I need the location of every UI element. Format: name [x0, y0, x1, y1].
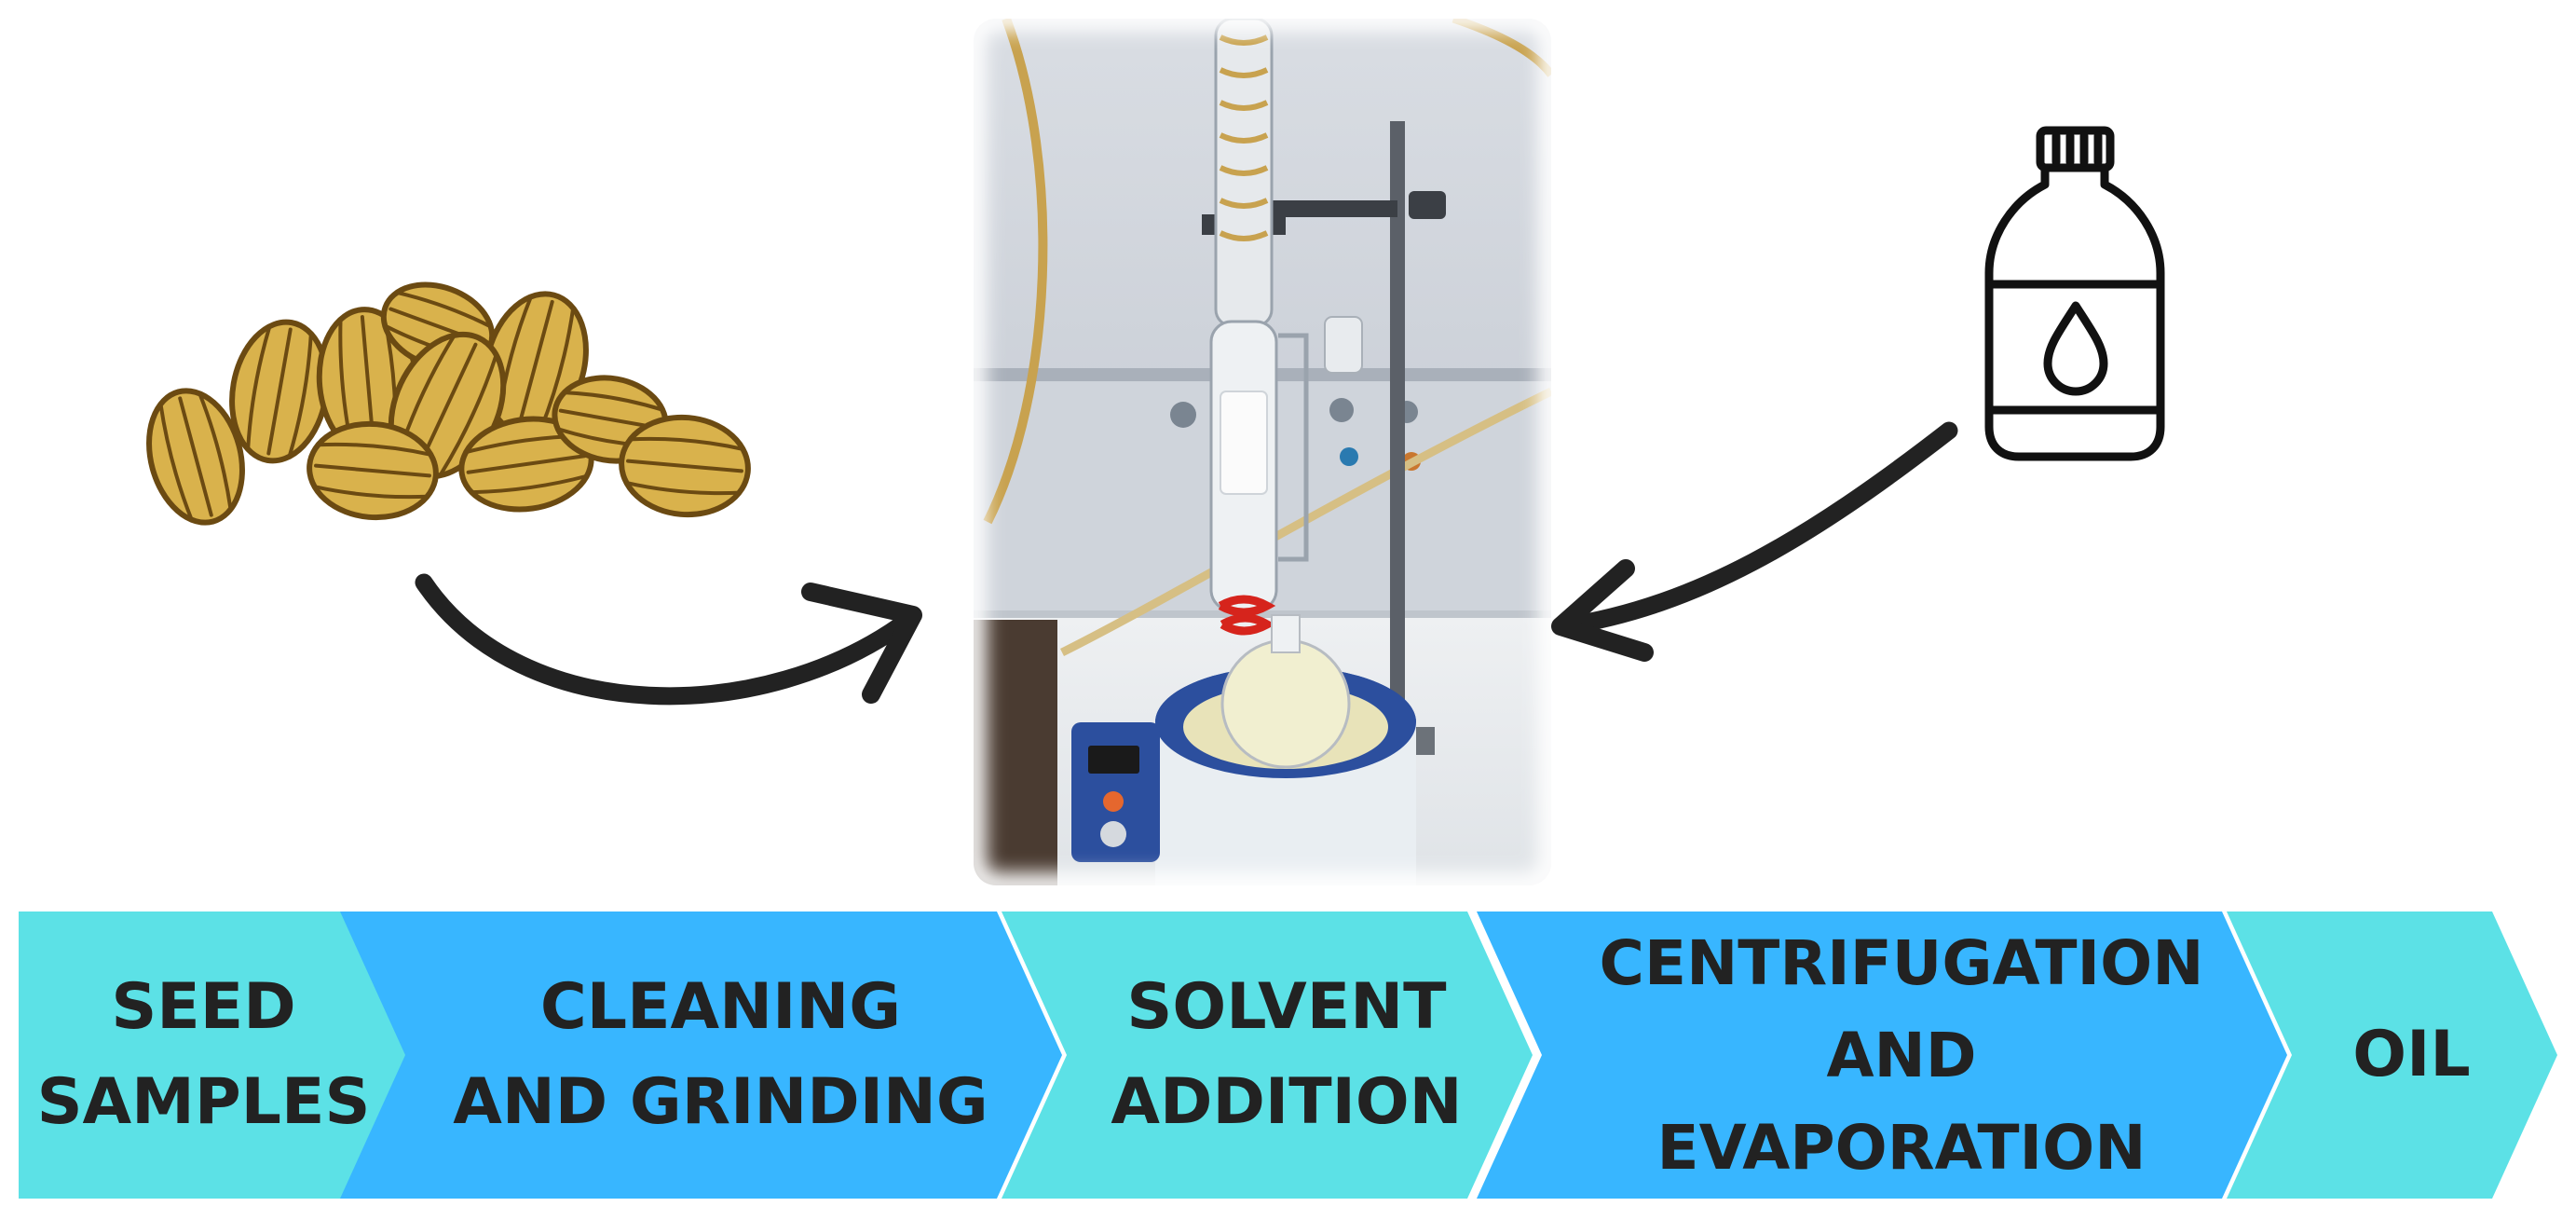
arrow-seeds-to-apparatus-head [801, 583, 922, 704]
chevron-oil [2227, 912, 2557, 1199]
seed [619, 414, 751, 518]
flow-arrows [415, 421, 1958, 706]
coriander-seeds-icon [146, 281, 751, 526]
step-label-line: SEED [111, 970, 296, 1044]
step-label-line: SOLVENT [1126, 970, 1447, 1044]
step-label-cleaning-grinding: CLEANING AND GRINDING [405, 912, 1036, 1199]
arrow-bottle-to-apparatus [1556, 421, 1958, 636]
step-label-seed-samples: SEED SAMPLES [19, 912, 388, 1199]
step-label-line: SAMPLES [36, 1065, 371, 1139]
chevron-centrifugation-evaporation [1477, 912, 2287, 1199]
seed [146, 388, 245, 526]
step-label-line: CLEANING [539, 970, 902, 1044]
oil-bottle-icon [1984, 126, 2165, 461]
arrow-seeds-to-apparatus [415, 573, 918, 706]
process-steps [19, 912, 2557, 1199]
step-label-line: EVAPORATION [1656, 1111, 2147, 1184]
step-label-line: AND GRINDING [453, 1065, 988, 1139]
step-label-line: AND [1826, 1019, 1977, 1091]
step-label-line: CENTRIFUGATION [1599, 926, 2204, 999]
seed [307, 420, 439, 521]
chevron-solvent-addition [1002, 912, 1533, 1199]
step-label-line: ADDITION [1111, 1065, 1463, 1139]
chevron-cleaning-grinding [340, 912, 1062, 1199]
chevron-seed-samples [19, 912, 415, 1199]
step-label-solvent-addition: SOLVENT ADDITION [1067, 912, 1506, 1199]
step-label-oil: OIL [2292, 912, 2531, 1199]
step-label-centrifugation-evaporation: CENTRIFUGATION AND EVAPORATION [1542, 912, 2261, 1199]
step-label-line: OIL [2352, 1018, 2471, 1091]
arrow-bottle-to-apparatus-head [1551, 559, 1654, 662]
soxhlet-extraction-photo [974, 19, 1551, 885]
